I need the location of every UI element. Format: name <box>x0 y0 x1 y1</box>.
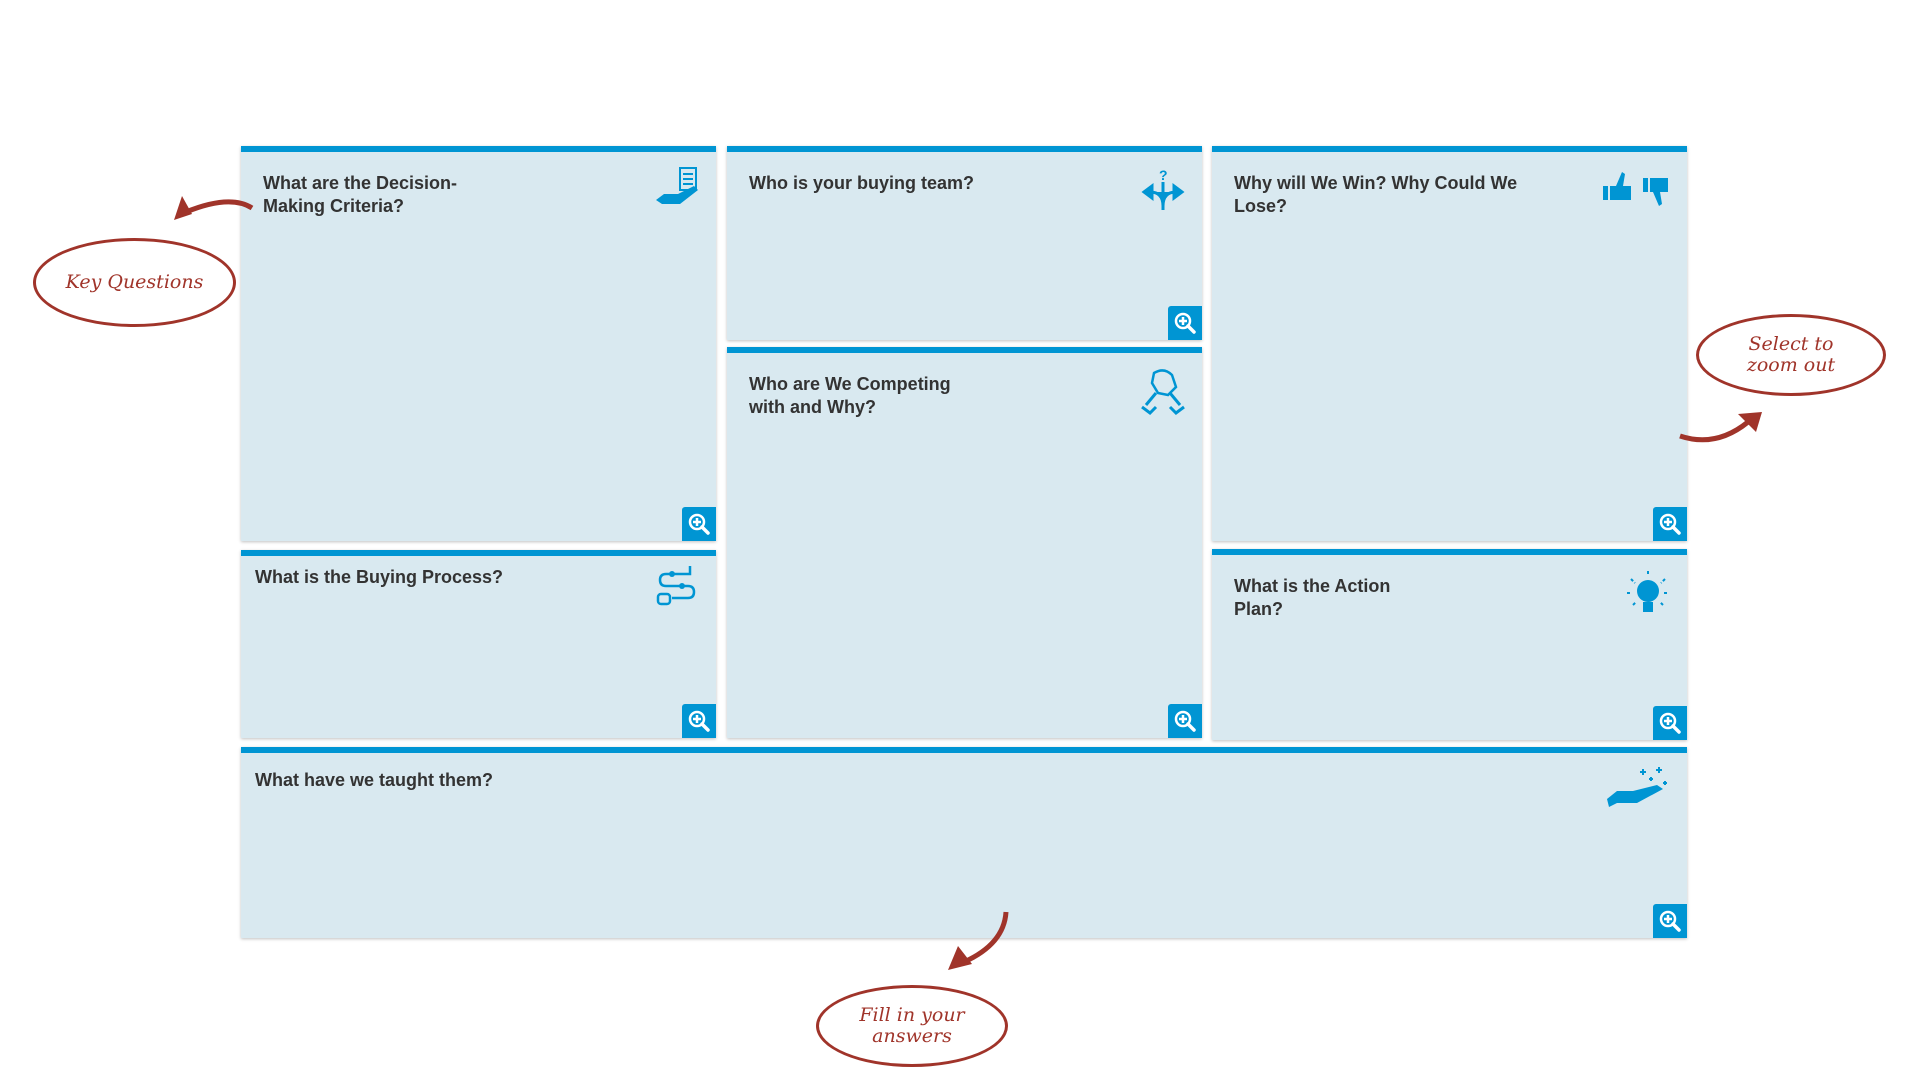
zoom-in-icon <box>687 512 711 536</box>
card-title: Who are We Competing with and Why? <box>749 374 951 417</box>
card-title: Who is your buying team? <box>749 173 975 193</box>
card-competing: Who are We Competing with and Why? <box>727 347 1202 738</box>
arrow-icon <box>948 911 1009 970</box>
zoom-button[interactable] <box>682 704 716 738</box>
arrow-icon <box>174 196 254 220</box>
card-title: What is the Buying Process? <box>255 567 504 587</box>
card-win-lose: Why will We Win? Why Could We Lose? <box>1212 146 1687 541</box>
arm-wrestling-icon <box>1141 369 1185 415</box>
arrow-icon <box>1679 412 1762 443</box>
process-flow-icon <box>656 566 696 606</box>
card-decision-criteria: What are the Decision-Making Criteria? <box>241 146 716 541</box>
lightbulb-puzzle-icon <box>1627 571 1669 612</box>
zoom-in-icon <box>1173 709 1197 733</box>
zoom-button[interactable] <box>1168 704 1202 738</box>
fill-in-note: Fill in your answers <box>816 985 1008 1067</box>
zoom-button[interactable] <box>1653 904 1687 938</box>
zoom-in-icon <box>1658 711 1682 735</box>
zoom-in-icon <box>1173 311 1197 335</box>
zoom-button[interactable] <box>682 507 716 541</box>
zoom-in-icon <box>1658 909 1682 933</box>
card-taught: What have we taught them? <box>241 747 1687 938</box>
decision-arrows-icon: ? <box>1141 167 1185 210</box>
card-title: What are the Decision-Making Criteria? <box>263 173 458 216</box>
zoom-button[interactable] <box>1653 507 1687 541</box>
key-questions-note: Key Questions <box>33 238 236 327</box>
svg-text:?: ? <box>1159 167 1168 183</box>
zoom-button[interactable] <box>1653 706 1687 740</box>
card-title: What is the Action Plan? <box>1234 576 1391 619</box>
zoom-in-icon <box>1658 512 1682 536</box>
zoom-in-icon <box>687 709 711 733</box>
zoom-button[interactable] <box>1168 306 1202 340</box>
card-title: What have we taught them? <box>255 770 494 790</box>
card-buying-process: What is the Buying Process? <box>241 550 716 738</box>
card-buying-team: Who is your buying team? ? <box>727 146 1202 340</box>
hand-sparkles-icon <box>1607 767 1667 807</box>
zoom-out-note: Select to zoom out <box>1696 314 1886 396</box>
checklist-hand-icon <box>656 167 698 204</box>
card-action-plan: What is the Action Plan? <box>1212 549 1687 740</box>
thumbs-up-down-icon <box>1603 172 1668 206</box>
card-title: Why will We Win? Why Could We Lose? <box>1234 173 1518 216</box>
